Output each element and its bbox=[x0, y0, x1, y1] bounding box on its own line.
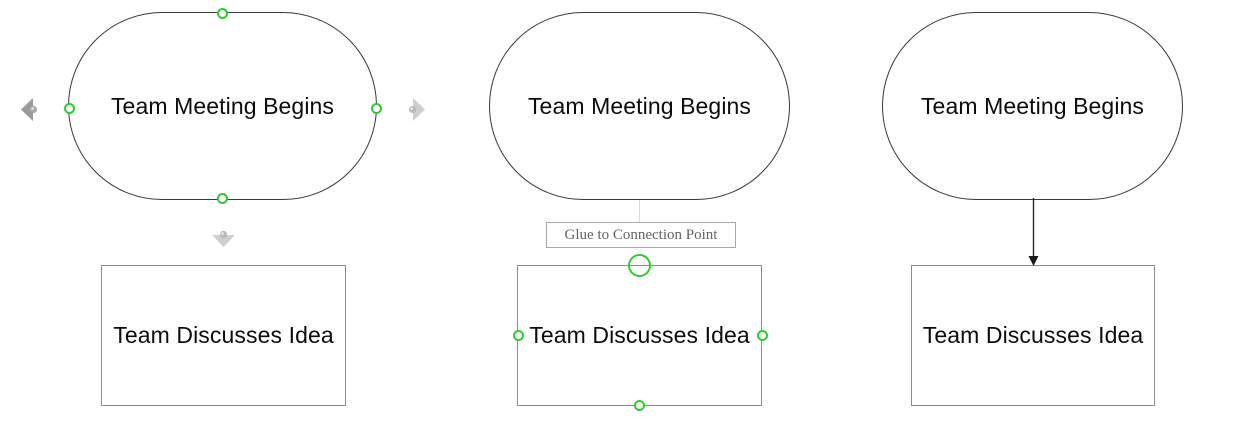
connection-point-target-top-2[interactable] bbox=[627, 253, 651, 277]
shape-rect-process-3[interactable]: Team Discusses Idea bbox=[911, 265, 1155, 406]
connector-arrow[interactable] bbox=[1018, 196, 1050, 272]
connection-point-right-1[interactable] bbox=[370, 102, 382, 114]
shape-label-oval-1: Team Meeting Begins bbox=[110, 92, 335, 119]
handle-arrow-right-icon[interactable] bbox=[401, 96, 427, 123]
connection-point-bottom-1[interactable] bbox=[216, 192, 228, 204]
shape-label-rect-3: Team Discusses Idea bbox=[922, 322, 1144, 348]
connection-point-bottom-2[interactable] bbox=[633, 399, 645, 411]
shape-rect-process-1[interactable]: Team Discusses Idea bbox=[101, 265, 346, 406]
shape-oval-start-1[interactable]: Team Meeting Begins bbox=[68, 12, 377, 200]
connection-point-right-2[interactable] bbox=[756, 329, 768, 341]
shape-oval-start-2[interactable]: Team Meeting Begins bbox=[489, 12, 790, 200]
glue-tooltip: Glue to Connection Point bbox=[546, 222, 736, 248]
shape-label-rect-1: Team Discusses Idea bbox=[113, 322, 334, 348]
connection-point-top-1[interactable] bbox=[216, 7, 228, 19]
drag-guide-line bbox=[639, 200, 640, 222]
handle-arrow-down-icon[interactable] bbox=[210, 223, 237, 249]
shape-rect-process-2[interactable]: Team Discusses Idea bbox=[517, 265, 762, 406]
shape-label-oval-2: Team Meeting Begins bbox=[527, 92, 752, 119]
glue-tooltip-text: Glue to Connection Point bbox=[564, 226, 718, 243]
connection-point-left-2[interactable] bbox=[512, 329, 524, 341]
shape-label-rect-2: Team Discusses Idea bbox=[529, 322, 750, 348]
shape-label-oval-3: Team Meeting Begins bbox=[920, 92, 1145, 119]
connection-point-left-1[interactable] bbox=[63, 102, 75, 114]
shape-oval-start-3[interactable]: Team Meeting Begins bbox=[882, 12, 1183, 200]
handle-arrow-left-icon[interactable] bbox=[19, 96, 45, 123]
